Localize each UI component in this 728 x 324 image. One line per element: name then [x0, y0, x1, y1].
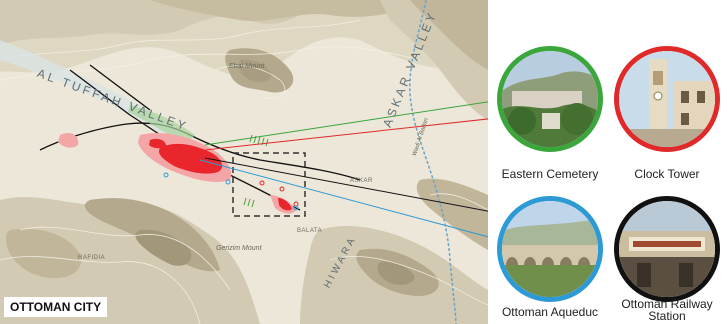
balata-place-label: BALATA — [297, 228, 323, 234]
eastern-cemetery-photo — [497, 46, 603, 152]
ottoman-aqueduc-photo — [497, 196, 603, 302]
ottoman-railway-station-caption: Ottoman Railway Station — [621, 297, 713, 323]
eastern-cemetery-caption: Eastern Cemetery — [501, 167, 599, 181]
askar-place-label: ASKAR — [350, 178, 373, 184]
clock-tower-photo — [614, 46, 720, 152]
gerizim-mount-label: Gerizim Mount — [216, 245, 262, 252]
ottoman-aqueduc-caption: Ottoman Aqueduc — [501, 305, 599, 319]
topographic-map — [0, 0, 488, 324]
rafidia-place-label: RAFIDIA — [78, 255, 106, 261]
ebal-mount-label: Ebal Mount — [229, 63, 265, 70]
map-title: OTTOMAN CITY — [4, 297, 108, 317]
clock-tower-caption: Clock Tower — [634, 167, 700, 181]
ottoman-railway-station-photo — [614, 196, 720, 302]
